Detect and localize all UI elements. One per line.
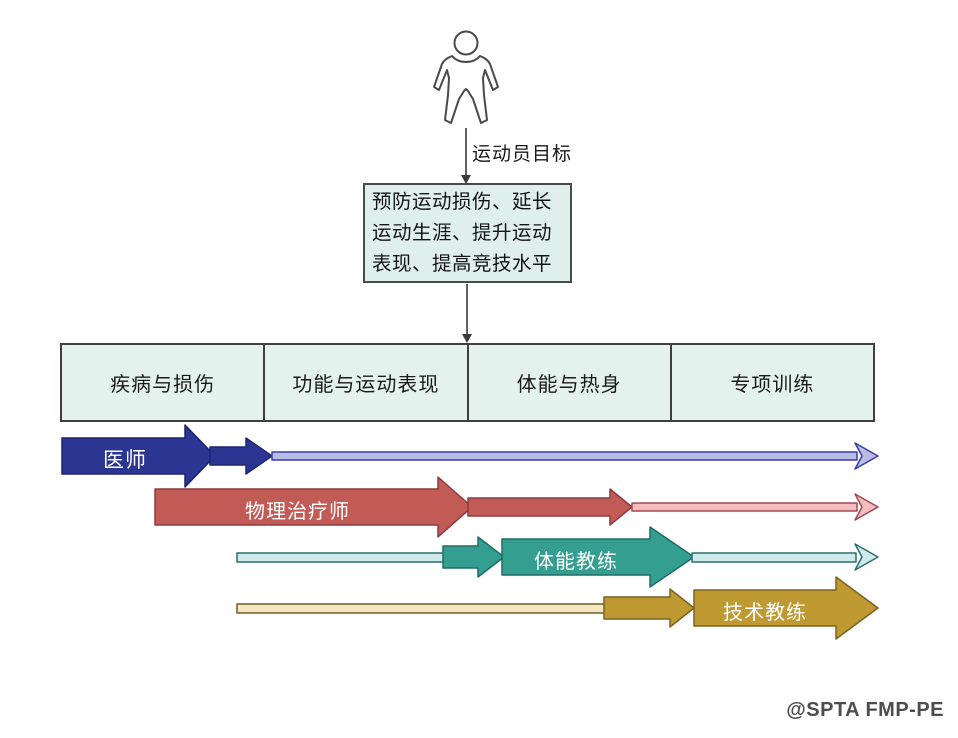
big-arrow-icon [61, 424, 216, 488]
phase-cell-function-performance: 功能与运动表现 [263, 345, 466, 420]
role-arrow-physical-therapist [154, 476, 879, 538]
mid-arrow-icon [603, 588, 695, 628]
mid-arrow-icon [209, 437, 273, 475]
person-head [453, 30, 479, 56]
goal-box: 预防运动损伤、延长 运动生涯、提升运动 表现、提高竞技水平 [363, 183, 572, 283]
arrowhead-down-icon [462, 334, 472, 343]
big-arrow-icon [154, 476, 473, 538]
connector-person-to-box [461, 128, 471, 184]
role-arrow-technical-coach [236, 576, 879, 640]
chevron-arrowhead-icon [854, 442, 879, 470]
track-line [271, 451, 858, 461]
big-arrow-icon [693, 576, 879, 640]
role-arrow-strength-coach [236, 526, 879, 588]
goal-box-line: 预防运动损伤、延长 [372, 191, 553, 213]
goal-box-line: 运动生涯、提升运动 [372, 222, 553, 244]
connector-box-to-phases [462, 284, 472, 343]
phase-cell-fitness-warmup: 体能与热身 [466, 345, 670, 420]
role-label-strength-coach: 体能教练 [534, 551, 618, 573]
person-icon [433, 30, 499, 124]
role-label-technical-coach: 技术教练 [723, 602, 807, 624]
role-label-physician: 医师 [103, 449, 147, 472]
watermark: @SPTA FMP-PE [786, 699, 944, 721]
track-line [236, 552, 446, 563]
phase-cell-specialized-training: 专项训练 [669, 345, 873, 420]
role-label-physical-therapist: 物理治疗师 [245, 501, 350, 523]
person-body [433, 55, 499, 124]
big-arrow-icon [501, 526, 695, 588]
chevron-arrowhead-icon [854, 493, 879, 521]
role-arrow-physician [61, 424, 879, 488]
athlete-goal-label: 运动员目标 [472, 144, 573, 165]
track-line [691, 552, 857, 563]
phase-cell-disease-injury: 疾病与损伤 [110, 374, 216, 396]
mid-arrow-icon [467, 488, 633, 526]
phase-row: 疾病与损伤 功能与运动表现 体能与热身 专项训练 [60, 343, 875, 422]
goal-box-line: 表现、提高竞技水平 [372, 253, 553, 275]
track-line [236, 603, 607, 614]
mid-arrow-icon [442, 536, 505, 578]
chevron-arrowhead-icon [854, 543, 879, 571]
track-line [631, 502, 858, 512]
arrowhead-down-icon [461, 175, 471, 184]
